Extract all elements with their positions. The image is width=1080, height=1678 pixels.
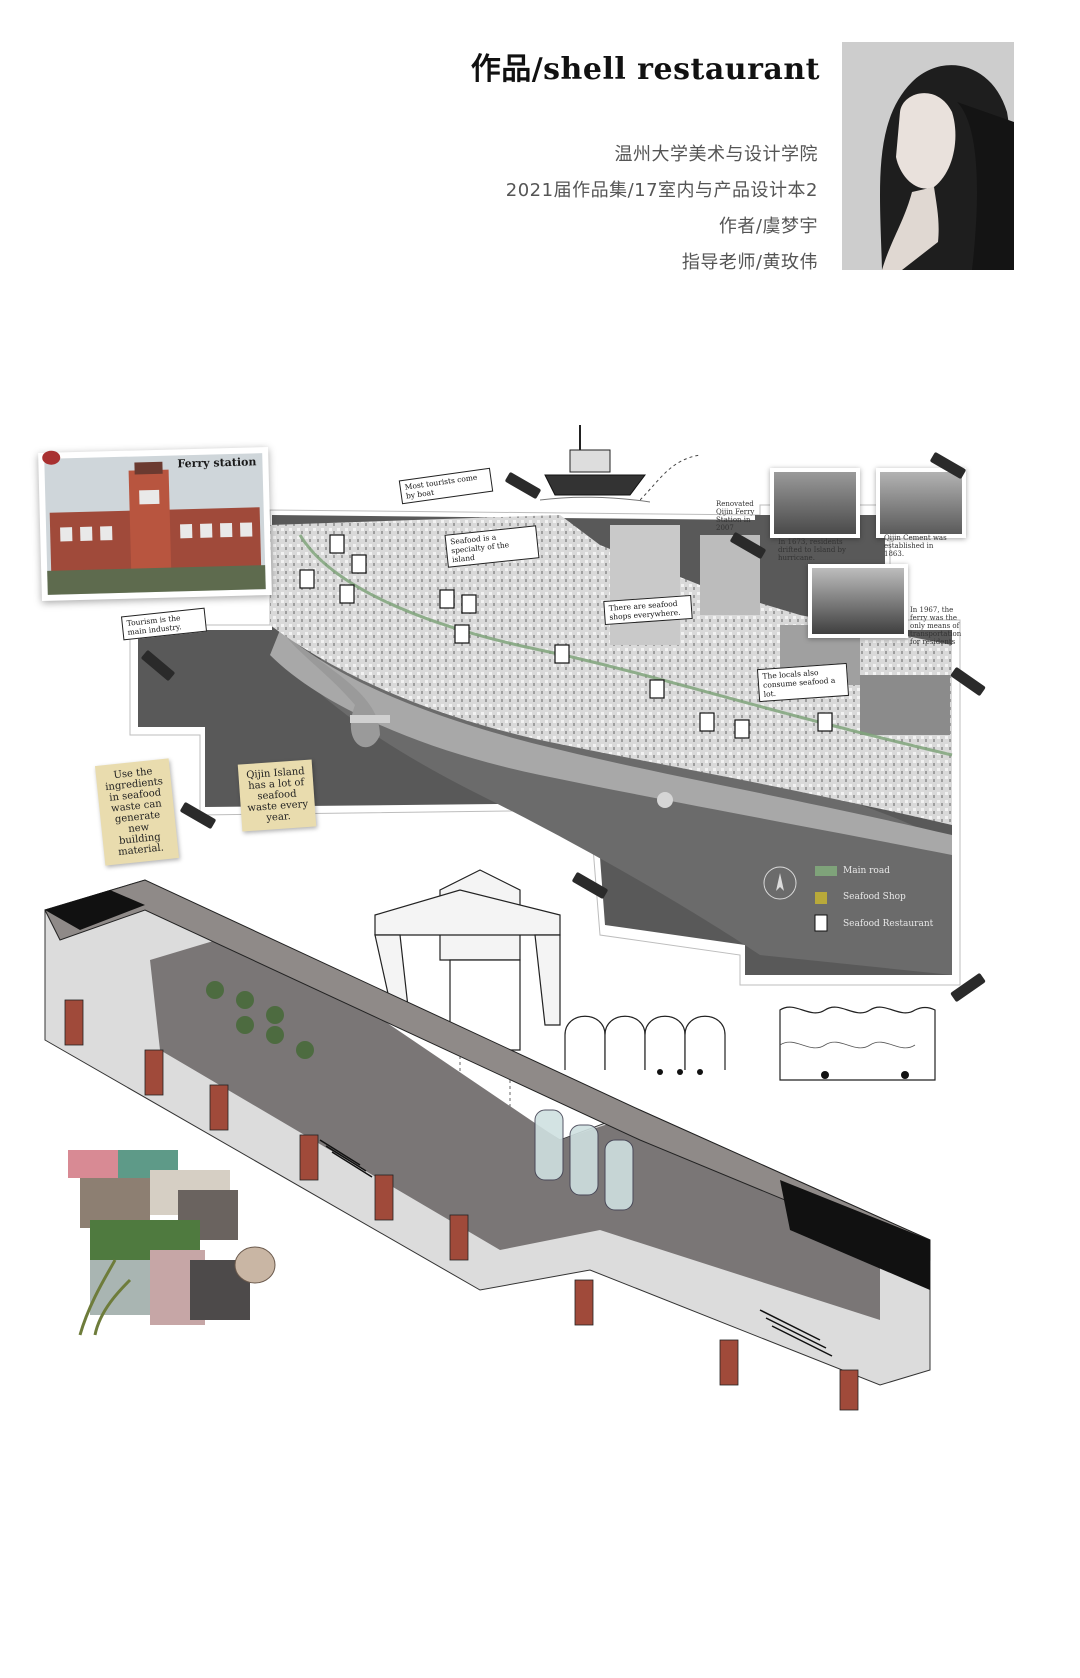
boat-sketch [540, 425, 650, 503]
legend-seafood-restaurant: Seafood Restaurant [843, 919, 934, 929]
vault-elevation-sketch [564, 1015, 726, 1075]
callout-locals-seafood: The locals also consume seafood a lot. [756, 662, 850, 703]
school-name: 温州大学美术与设计学院 [614, 144, 818, 165]
dashed-route-line [640, 454, 700, 501]
history-caption-2: In 1673, residents drifted to Island by … [778, 538, 846, 562]
history-photo-1 [770, 468, 860, 538]
ferry-station-photo: Ferry station [38, 447, 272, 601]
legend-seafood-shop: Seafood Shop [843, 892, 906, 902]
collection-name: 2021届作品集/17室内与产品设计本2 [505, 180, 818, 201]
history-photo-2 [876, 468, 966, 538]
island-map [129, 504, 961, 986]
material-collage [68, 1150, 276, 1336]
wave-section-sketch [779, 1006, 936, 1081]
restaurant-axonometric [44, 869, 931, 1411]
history-photo-3 [808, 564, 908, 638]
page-title: 作品/shell restaurant [470, 52, 820, 87]
history-caption-4: In 1967, the ferry was the only means of… [910, 606, 962, 646]
history-caption-3: Qijin Cement was established in 1863. [884, 534, 947, 558]
note-seafood-waste: Qijin Island has a lot of seafood waste … [237, 759, 317, 832]
advisor-name: 指导老师/黄玫伟 [681, 252, 818, 273]
legend-main-road: Main road [843, 866, 890, 876]
ferry-station-label: Ferry station [177, 455, 257, 471]
author-name: 作者/虞梦宇 [718, 216, 818, 237]
history-caption-1: Renovated Qijin Ferry Station in 2007 [716, 500, 755, 532]
author-portrait [842, 42, 1014, 270]
